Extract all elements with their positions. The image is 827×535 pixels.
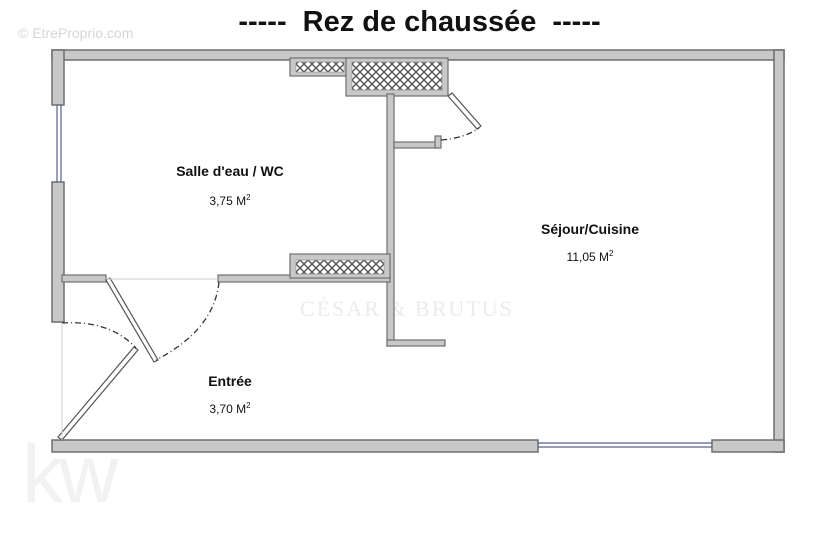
outer-walls bbox=[51, 49, 785, 453]
window-left bbox=[56, 105, 62, 182]
cesar-brutus-watermark: CÉSAR & BRUTUS bbox=[300, 296, 514, 321]
room-area: 11,05 M2 bbox=[566, 249, 614, 264]
room-name: Salle d'eau / WC bbox=[176, 163, 284, 179]
room-label-entree: Entrée 3,70 M2 bbox=[190, 373, 270, 416]
duct-hatches bbox=[295, 61, 443, 275]
door-swings bbox=[61, 127, 480, 361]
room-name: Entrée bbox=[208, 373, 252, 389]
room-area: 3,75 M2 bbox=[209, 193, 251, 208]
title-text: Rez de chaussée bbox=[302, 6, 537, 38]
title-dashes-left: ----- bbox=[238, 6, 287, 38]
title-dashes-right: ----- bbox=[552, 6, 601, 38]
room-label-salle-eau: Salle d'eau / WC 3,75 M2 bbox=[160, 163, 300, 208]
etreproprio-watermark: © EtreProprio.com bbox=[18, 25, 134, 41]
room-area: 3,70 M2 bbox=[209, 401, 251, 416]
room-label-sejour-cuisine: Séjour/Cuisine 11,05 M2 bbox=[530, 221, 650, 264]
page-title: ----- Rez de chaussée ----- bbox=[0, 6, 827, 39]
window-bottom bbox=[538, 442, 712, 448]
room-name: Séjour/Cuisine bbox=[540, 221, 640, 237]
